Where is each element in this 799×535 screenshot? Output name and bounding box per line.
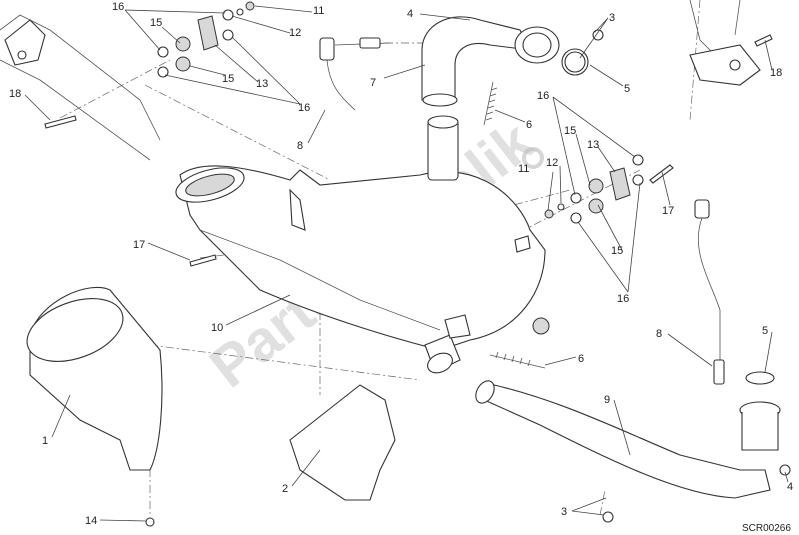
callout-16: 16 xyxy=(112,1,124,13)
callout-12: 12 xyxy=(289,27,301,39)
callout-5: 5 xyxy=(762,325,768,337)
callout-6: 6 xyxy=(578,353,584,365)
callout-4: 4 xyxy=(407,8,413,20)
callout-7: 7 xyxy=(370,77,376,89)
callout-17: 17 xyxy=(662,205,674,217)
callout-2: 2 xyxy=(282,483,288,495)
callout-8: 8 xyxy=(297,140,303,152)
callout-15: 15 xyxy=(222,73,234,85)
gear-logo-icon xyxy=(522,147,544,169)
callout-12: 12 xyxy=(546,157,558,169)
callout-10: 10 xyxy=(211,322,223,334)
springs xyxy=(483,81,550,369)
callout-16: 16 xyxy=(537,90,549,102)
callout-11: 11 xyxy=(313,5,324,17)
frame-bracket-right xyxy=(689,0,761,86)
oxygen-sensors xyxy=(319,37,725,385)
callout-15: 15 xyxy=(564,125,576,137)
bolts xyxy=(44,29,791,527)
callout-6: 6 xyxy=(526,119,532,131)
callout-15: 15 xyxy=(150,17,162,29)
callout-14: 14 xyxy=(85,515,97,527)
callout-16: 16 xyxy=(298,102,310,114)
heat-shield-2 xyxy=(289,384,396,501)
heat-shield-1 xyxy=(26,286,163,471)
frame-bracket-left xyxy=(0,14,161,161)
callout-18: 18 xyxy=(9,88,21,100)
upper-header-pipe xyxy=(421,16,589,107)
callout-15: 15 xyxy=(611,245,623,257)
rubber-mount-right xyxy=(544,154,644,224)
callout-3: 3 xyxy=(609,12,615,24)
callout-3: 3 xyxy=(561,506,567,518)
leader-lines xyxy=(24,5,789,522)
callout-13: 13 xyxy=(587,139,599,151)
callout-16: 16 xyxy=(617,293,629,305)
callout-18: 18 xyxy=(770,67,782,79)
callout-1: 1 xyxy=(42,435,48,447)
callout-11: 11 xyxy=(518,163,529,175)
callout-8: 8 xyxy=(656,328,662,340)
silencer xyxy=(175,115,546,374)
callout-5: 5 xyxy=(624,83,630,95)
callout-17: 17 xyxy=(133,239,145,251)
callout-9: 9 xyxy=(604,394,610,406)
callout-labels: 16 15 11 12 15 13 16 18 4 3 7 8 5 6 18 1… xyxy=(9,1,793,534)
callout-4: 4 xyxy=(787,481,793,493)
callout-13: 13 xyxy=(256,78,268,90)
diagram-code: SCR00266 xyxy=(742,523,791,534)
rubber-mount-left xyxy=(157,1,255,78)
lower-header-pipe xyxy=(475,371,781,499)
